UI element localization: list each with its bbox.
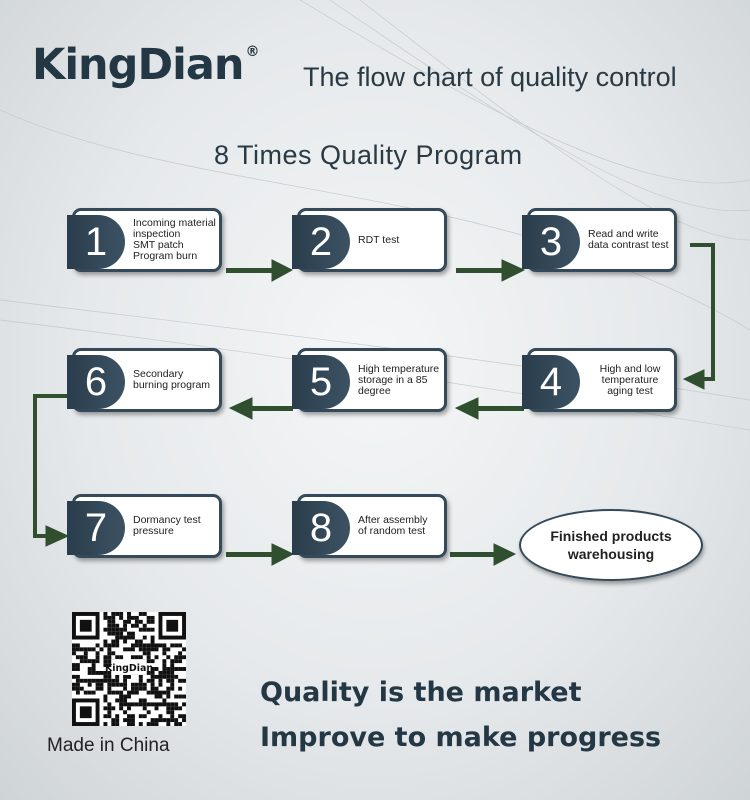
step-text: After assembly of random test (358, 514, 428, 537)
step-text: Secondary burning program (133, 368, 211, 391)
kingdian-logo: KingDian® (32, 40, 260, 90)
step-number: 5 (292, 355, 350, 409)
step-7: 7 Dormancy test pressure (67, 494, 222, 558)
arrow-7-8 (226, 543, 295, 566)
step-number: 1 (67, 215, 125, 269)
final-step: Finished products warehousing (519, 509, 703, 581)
step-4: 4 High and low temperature aging test (522, 348, 677, 412)
qr-code: KingDian (72, 612, 186, 726)
step-text: RDT test (358, 233, 400, 246)
step-text: Incoming material inspection SMT patch P… (133, 217, 216, 262)
step-number: 3 (522, 215, 580, 269)
made-in-china-label: Made in China (47, 735, 170, 756)
step-number: 8 (292, 501, 350, 555)
step-number: 6 (67, 355, 125, 409)
step-text: Read and write data contrast test (588, 228, 669, 251)
page-title: The flow chart of quality control (303, 62, 677, 92)
arrow-8-final (450, 543, 517, 566)
step-number: 4 (522, 355, 580, 409)
arrow-6-7 (33, 394, 70, 547)
arrow-3-4 (682, 243, 715, 390)
step-6: 6 Secondary burning program (67, 348, 222, 412)
step-text: High and low temperature aging test (599, 362, 661, 397)
step-number: 2 (292, 215, 350, 269)
arrow-2-3 (456, 259, 526, 282)
slogan-1: Quality is the market (260, 677, 582, 708)
step-2: 2 RDT test (292, 208, 447, 272)
arrow-5-6 (228, 397, 293, 420)
slogan-2: Improve to make progress (260, 722, 662, 753)
step-number: 7 (67, 501, 125, 555)
step-text: Dormancy test pressure (133, 514, 201, 537)
svg-text:KingDian: KingDian (105, 663, 153, 674)
step-text: High temperature storage in a 85 degree (358, 362, 440, 397)
step-8: 8 After assembly of random test (292, 494, 447, 558)
page-subtitle: 8 Times Quality Program (214, 140, 523, 170)
arrow-1-2 (226, 259, 294, 282)
step-3: 3 Read and write data contrast test (522, 208, 677, 272)
arrow-4-5 (454, 397, 524, 420)
